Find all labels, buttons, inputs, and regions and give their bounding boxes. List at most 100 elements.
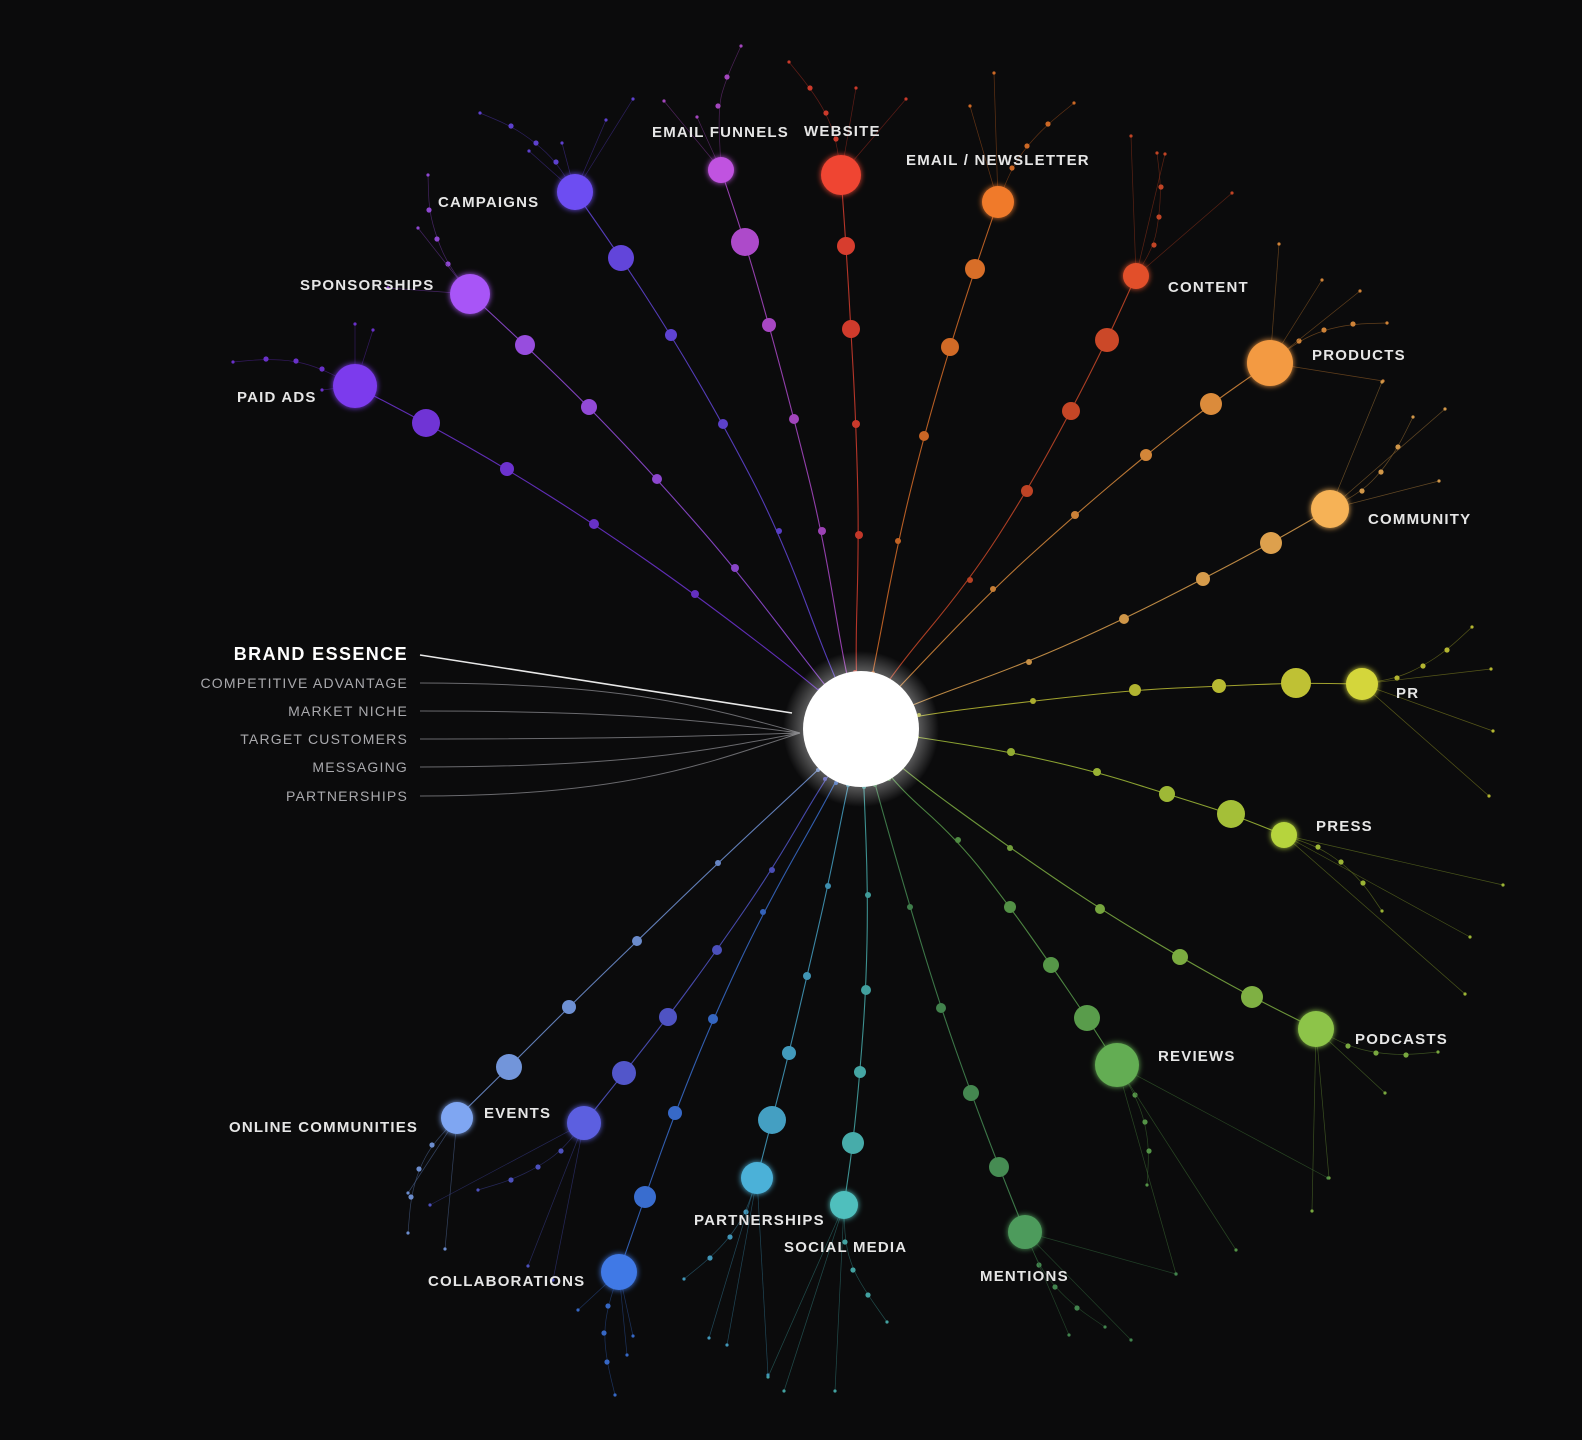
branch-label-partnerships[interactable]: PARTNERSHIPS (694, 1212, 825, 1229)
content-node[interactable] (1123, 263, 1149, 289)
pr-twig-node (1394, 675, 1400, 681)
pr-sub-node (1030, 698, 1036, 704)
branch-label-email-funnels[interactable]: EMAIL FUNNELS (652, 124, 789, 141)
paid-ads-twig-node (293, 358, 299, 364)
website-sub-node (837, 237, 855, 255)
podcasts-sub-node (1241, 986, 1263, 1008)
social-media-twig-node (865, 1292, 871, 1298)
collaborations-twig-node (605, 1303, 611, 1309)
branch-label-mentions[interactable]: MENTIONS (980, 1268, 1069, 1285)
branch-label-reviews[interactable]: REVIEWS (1158, 1048, 1236, 1065)
events-sub-node (769, 867, 775, 873)
community-node[interactable] (1311, 490, 1349, 528)
twig-layer (231, 44, 1505, 1397)
collaborations-node[interactable] (601, 1254, 637, 1290)
partnerships-node[interactable] (741, 1162, 773, 1194)
social-media-twig-node (842, 1239, 848, 1245)
campaigns-node[interactable] (557, 174, 593, 210)
online-communities-sub-node (562, 1000, 576, 1014)
content-twig-node (1155, 151, 1159, 155)
social-media-twig (767, 1204, 845, 1378)
essence-connectors (419, 654, 801, 797)
email-newsletter-sub-node (965, 259, 985, 279)
reviews-node[interactable] (1095, 1043, 1139, 1087)
essence-connector (419, 732, 801, 768)
branch-label-campaigns[interactable]: CAMPAIGNS (438, 194, 539, 211)
branch-label-online-communities[interactable]: ONLINE COMMUNITIES (229, 1119, 418, 1136)
branch-label-website[interactable]: WEBSITE (804, 123, 881, 140)
paid-ads-node[interactable] (333, 364, 377, 408)
mentions-twig-node (1052, 1284, 1058, 1290)
online-communities-twig-node (406, 1231, 410, 1235)
community-twig-node (1437, 479, 1441, 483)
social-media-node[interactable] (830, 1191, 858, 1219)
branch-label-social-media[interactable]: SOCIAL MEDIA (784, 1239, 907, 1256)
brand-hub-core[interactable] (803, 671, 919, 787)
branch-label-community[interactable]: COMMUNITY (1368, 511, 1471, 528)
collaborations-twig-node (613, 1393, 617, 1397)
email-newsletter-twig-node (1024, 143, 1030, 149)
products-twig-node (1358, 289, 1362, 293)
branch-label-paid-ads[interactable]: PAID ADS (237, 389, 317, 406)
content-twig-node (1129, 134, 1133, 138)
sponsorships-node[interactable] (450, 274, 490, 314)
campaigns-sub-node (665, 329, 677, 341)
essence-item-messaging[interactable]: MESSAGING (312, 759, 408, 775)
branch-label-sponsorships[interactable]: SPONSORSHIPS (300, 277, 434, 294)
events-twig-node (535, 1164, 541, 1170)
essence-item-partnerships[interactable]: PARTNERSHIPS (286, 788, 408, 804)
sponsorships-twig-node (426, 207, 432, 213)
content-twig (1135, 192, 1233, 277)
community-sub-node (1119, 614, 1129, 624)
branch-label-content[interactable]: CONTENT (1168, 279, 1249, 296)
partnerships-twig-node (707, 1255, 713, 1261)
email-funnels-node[interactable] (708, 157, 734, 183)
essence-item-market-niche[interactable]: MARKET NICHE (288, 703, 408, 719)
content-twig (1135, 152, 1161, 277)
website-node[interactable] (821, 155, 861, 195)
community-twig (1329, 381, 1383, 510)
paid-ads-twig-node (371, 328, 375, 332)
podcasts-sub-node (1007, 845, 1013, 851)
branch-label-collaborations[interactable]: COLLABORATIONS (428, 1273, 585, 1290)
email-funnels-twig-node (739, 44, 743, 48)
podcasts-node[interactable] (1298, 1011, 1334, 1047)
branch-label-podcasts[interactable]: PODCASTS (1355, 1031, 1448, 1048)
branch-labels: PAID ADS SPONSORSHIPS CAMPAIGNS EMAIL FU… (229, 123, 1471, 1290)
pr-twig (1361, 626, 1473, 685)
collaborations-twig-node (631, 1334, 635, 1338)
social-media-twig (843, 1204, 888, 1323)
products-spoke (860, 362, 1271, 730)
brand-hub[interactable] (783, 651, 939, 807)
essence-item-target-customers[interactable]: TARGET CUSTOMERS (240, 731, 408, 747)
sponsorships-twig-node (386, 286, 390, 290)
online-communities-node[interactable] (441, 1102, 473, 1134)
campaigns-twig-node (527, 149, 531, 153)
online-communities-twig-node (429, 1142, 435, 1148)
pr-node[interactable] (1346, 668, 1378, 700)
brand-essence-title[interactable]: BRAND ESSENCE (234, 644, 408, 664)
essence-item-competitive-advantage[interactable]: COMPETITIVE ADVANTAGE (201, 675, 409, 691)
branch-label-events[interactable]: EVENTS (484, 1105, 551, 1122)
email-newsletter-node[interactable] (982, 186, 1014, 218)
events-node[interactable] (567, 1106, 601, 1140)
branch-label-press[interactable]: PRESS (1316, 818, 1373, 835)
email-newsletter-twig-node (1045, 121, 1051, 127)
pr-twig-node (1487, 794, 1491, 798)
social-media-twig-node (782, 1389, 786, 1393)
partnerships-twig-node (725, 1343, 729, 1347)
community-sub-node (1026, 659, 1032, 665)
podcasts-twig-node (1436, 1050, 1440, 1054)
campaigns-twig-node (604, 118, 608, 122)
products-node[interactable] (1247, 340, 1293, 386)
mentions-node[interactable] (1008, 1215, 1042, 1249)
campaigns-sub-node (776, 528, 782, 534)
essence-connector (419, 710, 801, 734)
products-twig-node (1385, 321, 1389, 325)
branch-label-email-newsletter[interactable]: EMAIL / NEWSLETTER (906, 152, 1090, 169)
pr-twig-node (1470, 625, 1474, 629)
branch-label-products[interactable]: PRODUCTS (1312, 347, 1406, 364)
branch-label-pr[interactable]: PR (1396, 685, 1419, 702)
paid-ads-sub-node (691, 590, 699, 598)
press-node[interactable] (1271, 822, 1297, 848)
